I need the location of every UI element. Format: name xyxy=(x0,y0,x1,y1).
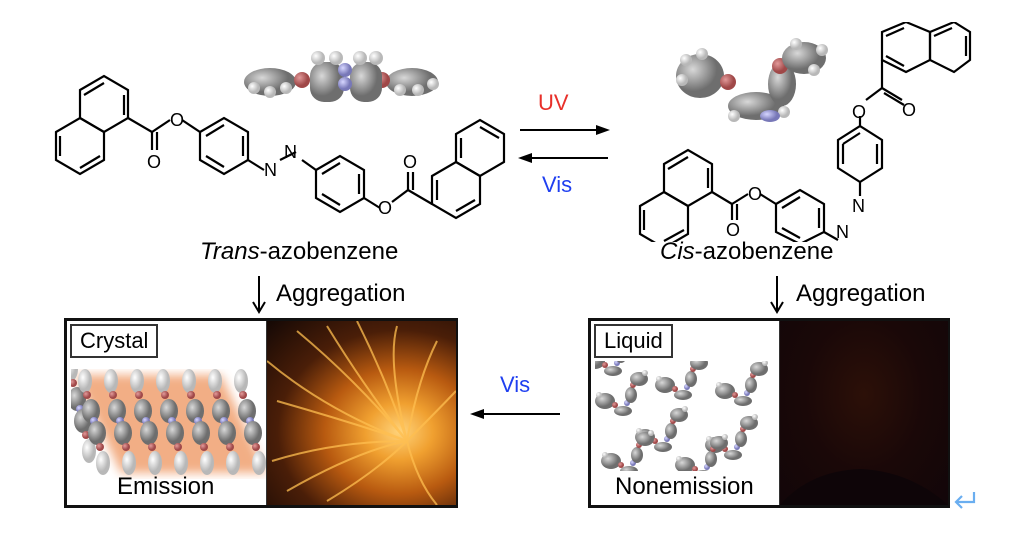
forward-arrow xyxy=(518,124,610,136)
oxygen-atom: O xyxy=(852,102,866,122)
oxygen-atom: O xyxy=(378,198,392,218)
left-aggregation-arrow xyxy=(252,276,266,314)
cis-space-filling-model xyxy=(672,36,832,126)
oxygen-atom: O xyxy=(170,110,184,130)
right-aggregation-label: Aggregation xyxy=(796,280,926,307)
emission-photo xyxy=(266,321,456,505)
uv-label: UV xyxy=(538,90,569,115)
oxygen-atom: O xyxy=(748,184,762,204)
nitrogen-atom: N xyxy=(284,142,297,162)
bottom-vis-arrow xyxy=(470,408,562,420)
crystal-panel: Crystal Emission xyxy=(64,318,458,508)
oxygen-atom: O xyxy=(403,152,417,172)
nitrogen-atom: N xyxy=(264,160,277,180)
nitrogen-atom: N xyxy=(836,222,849,242)
liquid-illustration-area: Liquid Nonemission xyxy=(591,321,779,505)
left-aggregation-label: Aggregation xyxy=(276,280,406,307)
liquid-panel: Liquid Nonemission xyxy=(588,318,950,508)
vis-label-top: Vis xyxy=(542,172,573,197)
dark-sample-silhouette xyxy=(780,469,948,505)
trans-skeletal-formula: O O N N O O xyxy=(54,74,506,220)
oxygen-atom: O xyxy=(726,220,740,240)
crystal-illustration-area: Crystal Emission xyxy=(67,321,267,505)
crystal-packing-illustration xyxy=(71,369,267,475)
cis-azobenzene-label: Cis-azobenzene xyxy=(660,238,834,265)
fluorescent-fibers xyxy=(267,321,456,505)
right-aggregation-arrow xyxy=(770,276,784,314)
cis-skeletal-formula: O O O O N N xyxy=(638,22,972,242)
nonemission-photo xyxy=(779,321,948,505)
reverse-arrow xyxy=(518,152,610,164)
oxygen-atom: O xyxy=(147,152,161,172)
return-arrow-icon[interactable] xyxy=(952,490,978,512)
crystal-tag: Crystal xyxy=(70,324,159,358)
nitrogen-atom: N xyxy=(852,196,865,216)
trans-azobenzene-label: Trans-azobenzene xyxy=(200,238,399,265)
trans-structure: O O N N O O xyxy=(40,40,520,240)
nonemission-caption: Nonemission xyxy=(615,473,754,500)
vis-label-bottom: Vis xyxy=(500,372,531,397)
emission-caption: Emission xyxy=(117,473,215,500)
trans-space-filling-model xyxy=(240,44,440,114)
liquid-tag: Liquid xyxy=(594,324,673,358)
oxygen-atom: O xyxy=(902,100,916,120)
liquid-molecules-illustration xyxy=(595,361,768,471)
cis-structure: O O O O N N xyxy=(620,22,990,242)
